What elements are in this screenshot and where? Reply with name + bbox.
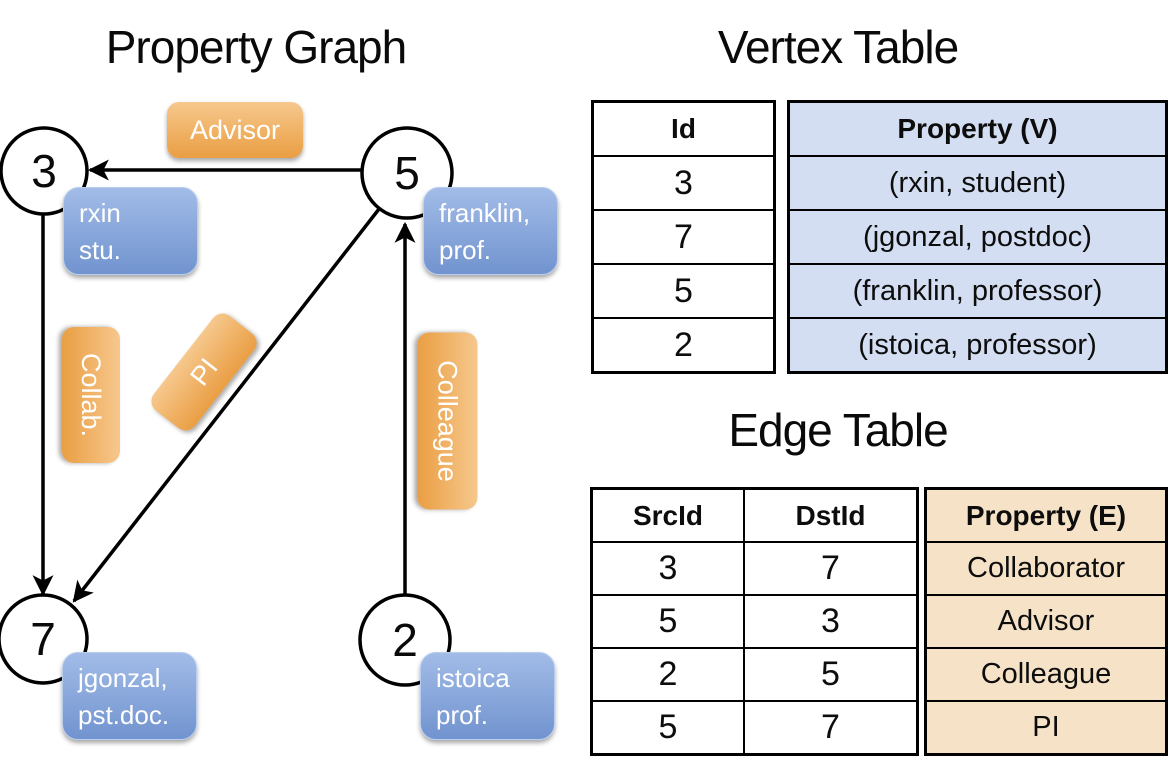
- edge-row-srcid: 3: [593, 543, 743, 596]
- property-graph-drawing: [0, 126, 454, 687]
- vertex-row-property: (jgonzal, postdoc): [790, 211, 1165, 265]
- node-label-istoica: istoica prof.: [420, 652, 555, 740]
- vertex-row-id: 2: [674, 325, 693, 364]
- edge-table-srcid-column: SrcId 3 5 2 5: [593, 490, 745, 753]
- edge-arrow-5-to-7-pi: [72, 207, 381, 603]
- vertex-row-property: (istoica, professor): [790, 319, 1165, 371]
- edge-row-property: Advisor: [927, 596, 1165, 649]
- edge-row-dstid: 3: [745, 596, 916, 649]
- vertex-table-id-column: Id 3 7 5 2: [591, 100, 776, 374]
- node-id-3: 3: [31, 145, 57, 197]
- edge-row-property: Colleague: [927, 649, 1165, 702]
- edge-label-advisor: Advisor: [167, 102, 303, 158]
- edge-row-dstid: 7: [745, 543, 916, 596]
- edge-table: SrcId 3 5 2 5 DstId 7 3 5 7 Property (E)…: [590, 487, 1168, 756]
- edge-row-srcid: 2: [593, 649, 743, 702]
- vertex-table-title: Vertex Table: [717, 21, 959, 73]
- edge-row-dstid: 5: [745, 649, 916, 702]
- edge-row-property: PI: [927, 702, 1165, 753]
- edge-table-property-column: Property (E) Collaborator Advisor Collea…: [924, 487, 1168, 756]
- edge-table-title: Edge Table: [728, 404, 948, 456]
- edge-table-dstid-column: DstId 7 3 5 7: [745, 490, 916, 753]
- vertex-header-property: Property (V): [790, 103, 1165, 157]
- edge-row-property: Collaborator: [927, 543, 1165, 596]
- node-label-line: pst.doc.: [78, 700, 170, 730]
- node-label-line: stu.: [79, 235, 121, 265]
- vertex-row-id: 7: [594, 211, 773, 265]
- edge-label-collab: Collab.: [62, 327, 120, 463]
- node-label-line: prof.: [436, 700, 489, 730]
- vertex-row-id: 3: [594, 157, 773, 211]
- edge-table-id-columns: SrcId 3 5 2 5 DstId 7 3 5 7: [590, 487, 919, 756]
- node-label-line: rxin: [79, 198, 121, 228]
- edge-header-dstid: DstId: [745, 490, 916, 543]
- node-label-line: franklin,: [439, 198, 531, 228]
- node-label-jgonzal: jgonzal, pst.doc.: [62, 652, 197, 740]
- edge-row-srcid: 5: [658, 708, 678, 746]
- node-id-2: 2: [392, 614, 418, 666]
- vertex-row-id: 5: [594, 265, 773, 319]
- vertex-table: Id 3 7 5 2 Property (V) (rxin, student) …: [591, 100, 1168, 374]
- node-label-rxin: rxin stu.: [63, 187, 198, 275]
- node-label-line: prof.: [439, 235, 492, 265]
- vertex-table-property-column: Property (V) (rxin, student) (jgonzal, p…: [787, 100, 1168, 374]
- node-label-franklin: franklin, prof.: [423, 187, 558, 275]
- node-id-5: 5: [394, 147, 420, 199]
- edge-label-colleague: Colleague: [417, 332, 478, 510]
- node-label-line: istoica: [436, 663, 510, 693]
- property-graph-title: Property Graph: [105, 21, 407, 73]
- node-label-line: jgonzal,: [78, 663, 168, 693]
- edge-row-srcid: 5: [593, 596, 743, 649]
- vertex-row-property: (franklin, professor): [790, 265, 1165, 319]
- edge-header-property: Property (E): [927, 490, 1165, 543]
- edge-header-srcid: SrcId: [593, 490, 743, 543]
- vertex-header-id: Id: [594, 103, 773, 157]
- vertex-row-property: (rxin, student): [790, 157, 1165, 211]
- node-id-7: 7: [30, 613, 56, 665]
- edge-row-dstid: 7: [821, 708, 840, 746]
